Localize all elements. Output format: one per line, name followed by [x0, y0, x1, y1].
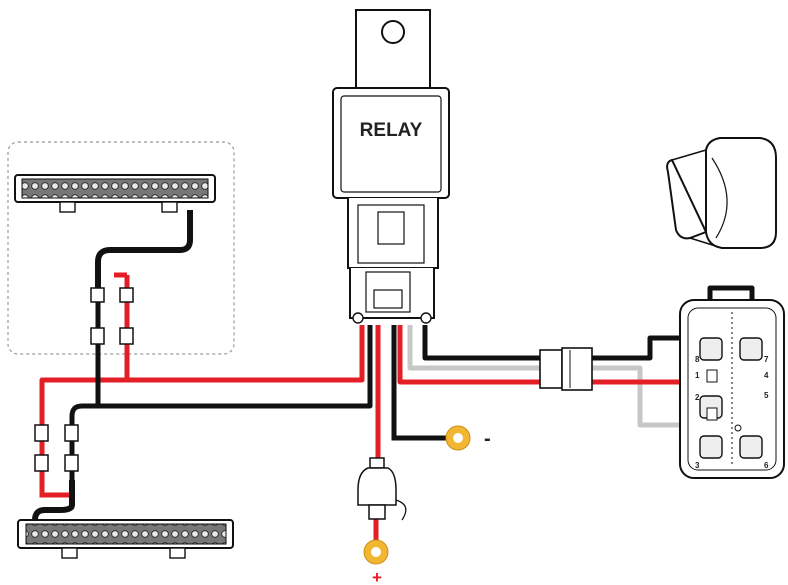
positive-ring-terminal	[363, 539, 389, 565]
light-bar-group-outline	[7, 141, 235, 355]
pin-label-5: 5	[764, 391, 769, 400]
bottom-light-bar	[17, 519, 234, 559]
pin-label-7: 7	[764, 355, 769, 364]
pin-label-8: 8	[695, 355, 700, 364]
negative-wire	[391, 325, 446, 441]
fuse-holder	[357, 457, 407, 521]
negative-ring-terminal	[445, 425, 471, 451]
pin-label-4: 4	[764, 371, 769, 380]
relay: RELAY	[332, 9, 450, 324]
pin-label-2: 2	[695, 393, 700, 402]
switch-pins	[699, 337, 763, 459]
bottom-bar-connectors	[34, 424, 79, 472]
switch-inline-connector	[539, 347, 593, 391]
pin-label-6: 6	[764, 461, 769, 470]
gray-wire	[407, 325, 710, 428]
bottom-bar-pigtail-red	[39, 480, 75, 498]
pin-label-3: 3	[695, 461, 700, 470]
black-wire-to-lights	[69, 325, 373, 490]
bottom-bar-pigtail	[32, 480, 75, 532]
positive-label: +	[372, 568, 382, 585]
top-bar-pigtail	[95, 210, 193, 290]
switch-pin-labels: 8 1 2 3 7 4 5 6	[695, 355, 769, 470]
negative-label: -	[484, 428, 491, 450]
relay-label: RELAY	[360, 120, 423, 141]
rocker-switch-front	[666, 137, 777, 249]
rocker-switch-back	[679, 299, 785, 479]
pin-label-1: 1	[695, 371, 700, 380]
black-wire-to-switch	[422, 325, 700, 361]
top-light-bar	[14, 174, 216, 213]
top-bar-connectors	[90, 287, 134, 345]
